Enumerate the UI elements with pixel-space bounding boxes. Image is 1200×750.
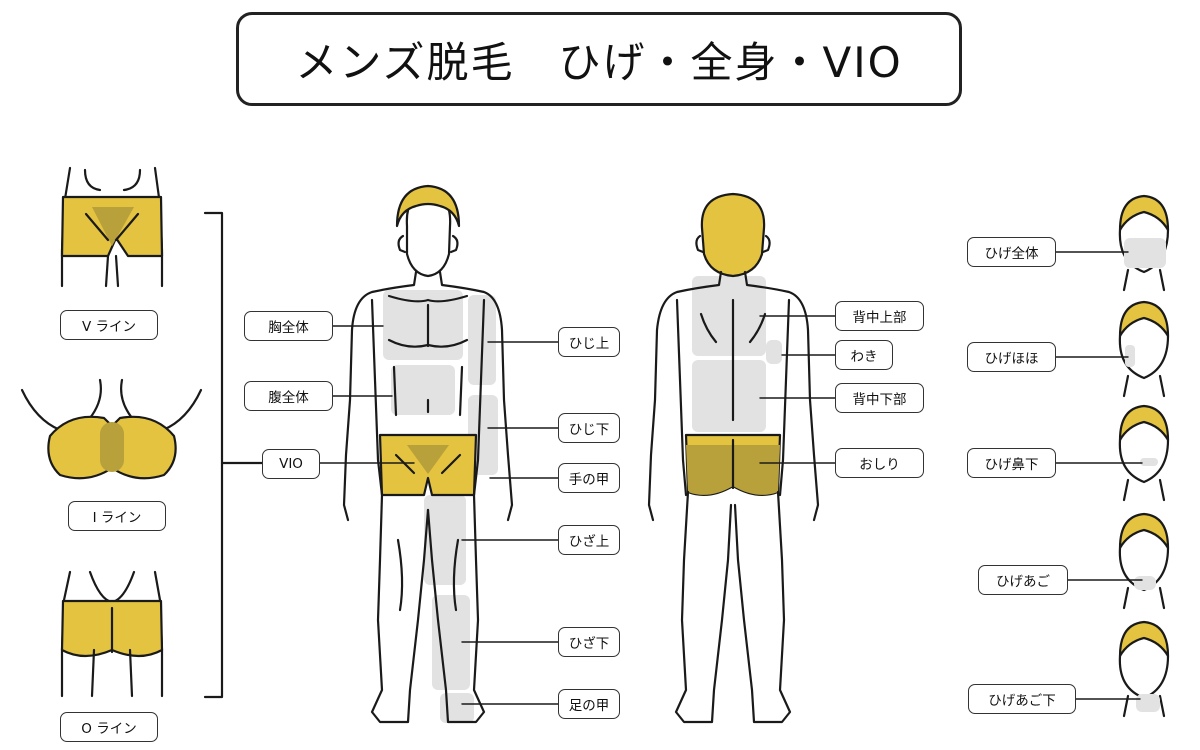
abdomen-label: 腹全体: [244, 381, 333, 411]
chest-label: 胸全体: [244, 311, 333, 341]
back-body: [647, 192, 820, 724]
i-line-label: I ライン: [68, 501, 166, 531]
page-title: メンズ脱毛 ひげ・全身・VIO: [295, 37, 903, 87]
lower-back-label: 背中下部: [835, 383, 924, 413]
back-of-hand-label: 手の甲: [558, 463, 620, 493]
beard-cheek-label: ひげほほ: [967, 342, 1056, 372]
v-line-illustration: [60, 166, 164, 288]
front-body: [342, 184, 514, 724]
buttocks-label: おしり: [835, 448, 924, 478]
beard-heads: [1118, 194, 1170, 718]
upper-knee-label: ひざ上: [558, 525, 620, 555]
beard-chin-label: ひげあご: [978, 565, 1068, 595]
vio-label: VIO: [262, 449, 320, 479]
o-line-illustration: [60, 570, 164, 698]
armpit-label: わき: [835, 340, 893, 370]
title-box: メンズ脱毛 ひげ・全身・VIO: [236, 12, 962, 106]
lower-knee-label: ひざ下: [558, 627, 620, 657]
i-line-illustration: [20, 378, 203, 480]
beard-under-chin-label: ひげあご下: [968, 684, 1076, 714]
upper-elbow-label: ひじ上: [558, 327, 620, 357]
upper-back-label: 背中上部: [835, 301, 924, 331]
lower-elbow-label: ひじ下: [558, 413, 620, 443]
beard-full-label: ひげ全体: [967, 237, 1056, 267]
v-line-label: V ライン: [60, 310, 158, 340]
top-of-foot-label: 足の甲: [558, 689, 620, 719]
o-line-label: O ライン: [60, 712, 158, 742]
beard-under-nose-label: ひげ鼻下: [967, 448, 1056, 478]
